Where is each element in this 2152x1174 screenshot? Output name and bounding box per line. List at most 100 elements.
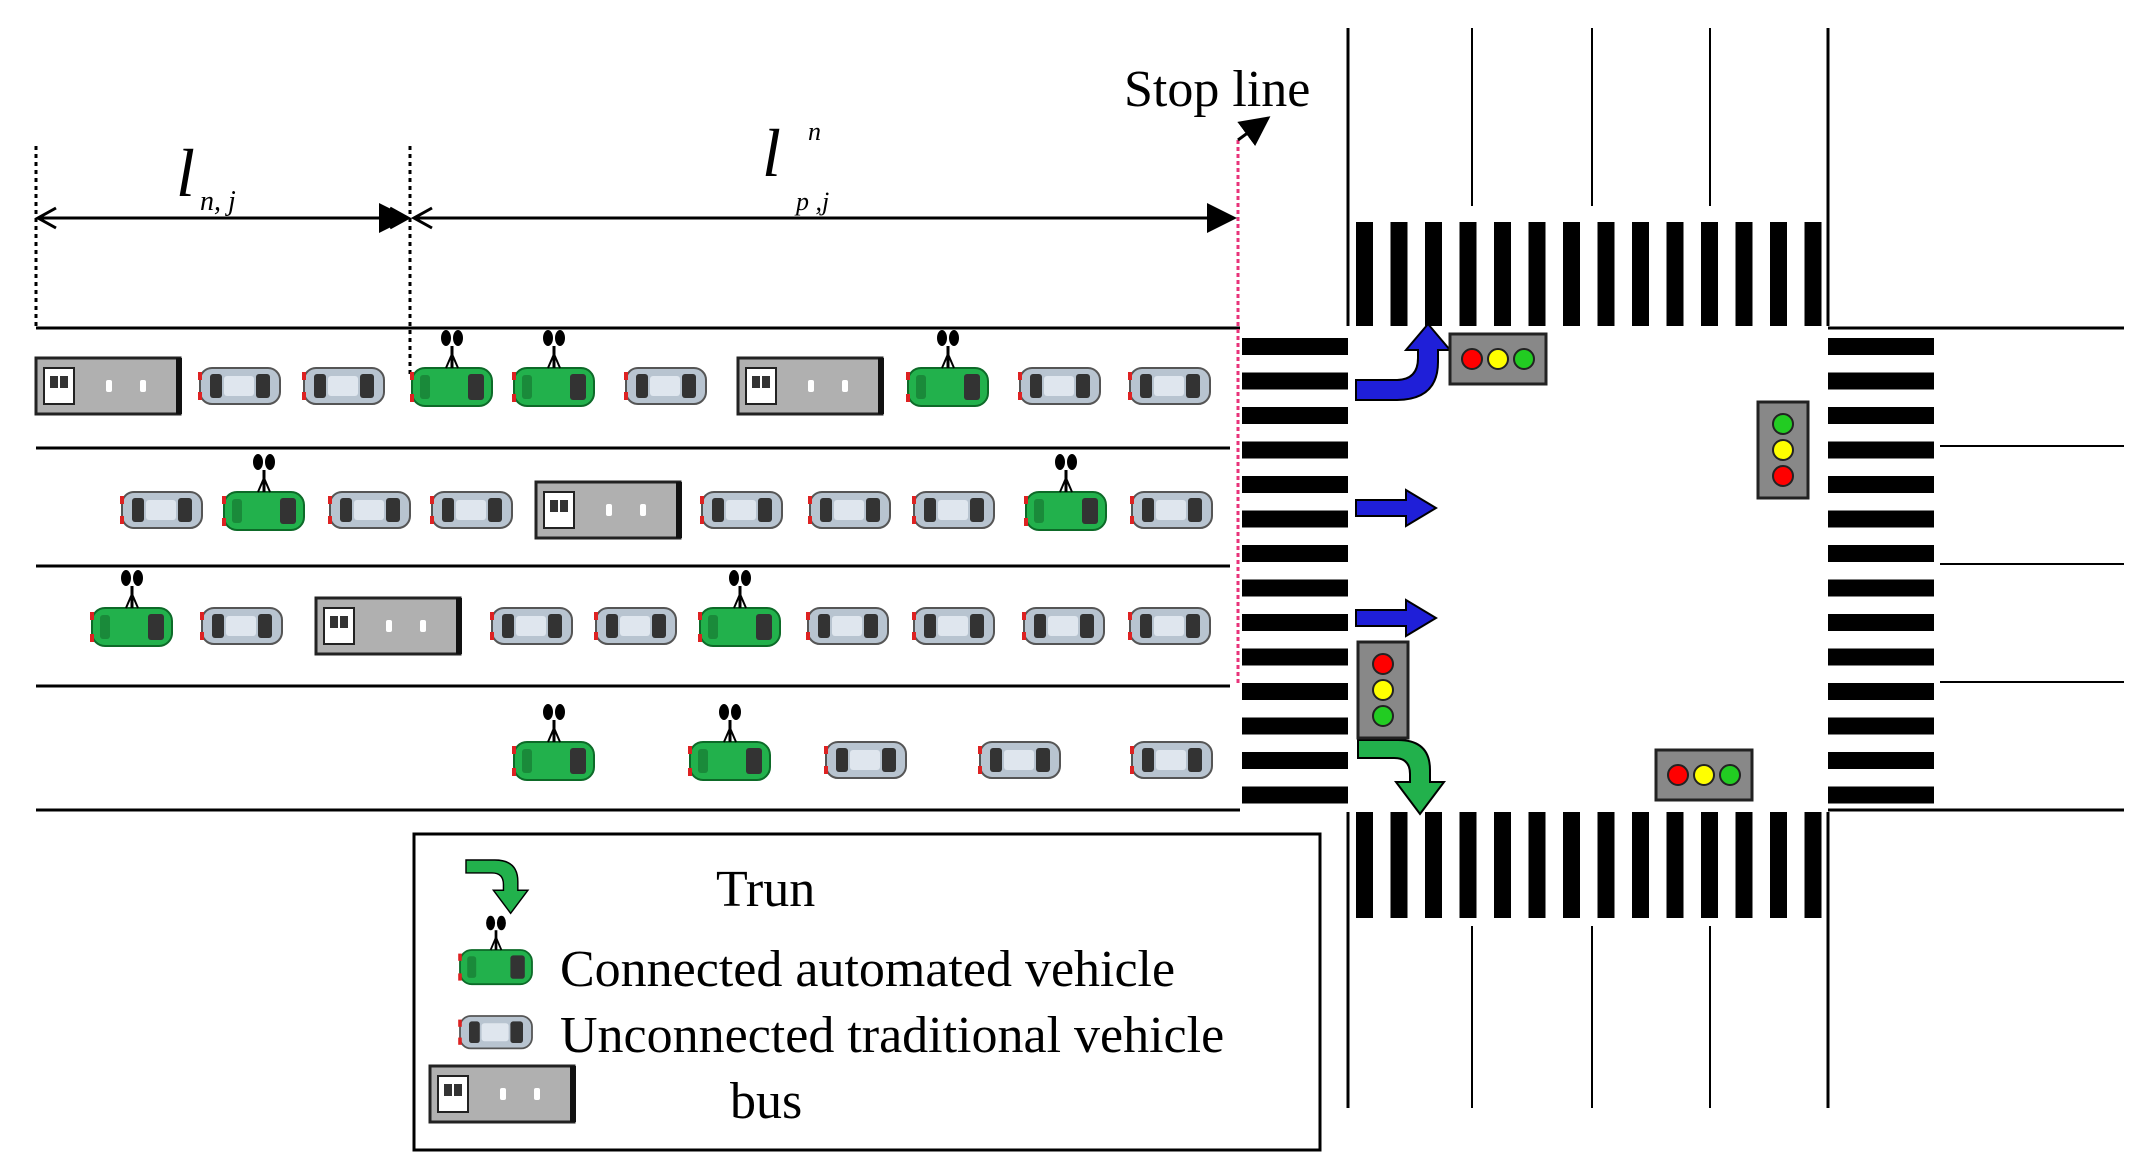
lane-arrows <box>1355 323 1451 815</box>
bus-icon <box>534 480 684 540</box>
dist-left-main: l <box>176 135 195 211</box>
legend-uv-label: Unconnected traditional vehicle <box>560 1007 1224 1064</box>
legend-turn-label: Trun <box>716 861 815 918</box>
dist-right-main: l <box>762 115 781 191</box>
uv-icon <box>911 607 995 645</box>
crosswalk-stripe <box>1563 812 1580 918</box>
uv-icon <box>327 491 411 529</box>
cav-icon <box>904 328 990 408</box>
legend-bus-label: bus <box>730 1073 802 1130</box>
crosswalk-stripe <box>1242 717 1348 735</box>
cav-icon <box>88 568 174 648</box>
straight-icon <box>1355 489 1437 527</box>
crosswalk-stripe <box>1494 222 1511 326</box>
crosswalk-stripe <box>1828 510 1934 528</box>
crosswalk-stripe <box>1701 222 1718 326</box>
queued-vehicles <box>34 328 1213 782</box>
crosswalk-stripe <box>1242 752 1348 769</box>
crosswalk-stripe <box>1632 222 1649 326</box>
crosswalk-stripe <box>1242 683 1348 700</box>
crosswalk-stripe <box>1828 717 1934 735</box>
crosswalk-stripe <box>1242 786 1348 804</box>
uv-icon <box>593 607 677 645</box>
approach-road <box>36 326 1240 812</box>
crosswalk-stripe <box>1390 222 1408 326</box>
uv-icon <box>197 367 281 405</box>
cav-icon <box>408 328 494 408</box>
dist-right-sub: p ,j <box>794 187 829 216</box>
crosswalk-stripe <box>1242 441 1348 459</box>
crosswalk-stripe <box>1828 579 1934 597</box>
crosswalk-stripe <box>1828 752 1934 769</box>
crosswalk-stripe <box>1242 510 1348 528</box>
crosswalk-stripe <box>1356 812 1373 918</box>
uv-icon <box>911 491 995 529</box>
crosswalk-stripe <box>1425 222 1442 326</box>
intersection-roads <box>1346 28 2124 1108</box>
uv-icon <box>807 491 891 529</box>
dist-right-sup: n <box>808 117 821 146</box>
cav-icon <box>510 702 596 782</box>
legend-cav-label: Connected automated vehicle <box>560 941 1175 998</box>
crosswalk-stripe <box>1666 812 1684 918</box>
crosswalk-stripe <box>1804 812 1822 918</box>
uv-icon <box>489 607 573 645</box>
uv-icon <box>1129 491 1213 529</box>
crosswalk-stripe <box>1242 372 1348 390</box>
uv-icon <box>1127 607 1211 645</box>
crosswalk-stripe <box>1242 476 1348 493</box>
uv-icon <box>119 491 203 529</box>
traffic-signal-icon <box>1448 332 1548 386</box>
uv-icon <box>1021 607 1105 645</box>
traffic-signal-icon <box>1756 400 1810 500</box>
crosswalk-stripe <box>1390 812 1408 918</box>
crosswalk-stripe <box>1828 441 1934 459</box>
cav-icon <box>696 568 782 648</box>
crosswalk-stripe <box>1242 648 1348 666</box>
turn-right-icon <box>1357 739 1445 815</box>
crosswalk-stripe <box>1597 222 1615 326</box>
uv-icon <box>1127 367 1211 405</box>
crosswalk-stripe <box>1701 812 1718 918</box>
stop-line-label: Stop line <box>1124 61 1310 118</box>
crosswalk-stripe <box>1666 222 1684 326</box>
crosswalk-stripe <box>1770 222 1787 326</box>
crosswalk-stripe <box>1828 338 1934 355</box>
uv-icon <box>623 367 707 405</box>
bus-icon <box>314 596 464 656</box>
crosswalk-stripe <box>1828 683 1934 700</box>
legend: Trun Connected automated vehicle Unconne… <box>412 832 1322 1152</box>
uv-icon <box>805 607 889 645</box>
stop-line-pointer <box>1237 116 1271 147</box>
crosswalk-stripe <box>1735 222 1753 326</box>
traffic-signals <box>1356 332 1810 802</box>
uv-icon <box>1017 367 1101 405</box>
uv-icon <box>301 367 385 405</box>
cav-icon <box>510 328 596 408</box>
crosswalk-stripe <box>1494 812 1511 918</box>
crosswalk-stripe <box>1356 222 1373 326</box>
crosswalk-stripe <box>1632 812 1649 918</box>
uv-icon <box>1129 741 1213 779</box>
uv-icon <box>199 607 283 645</box>
crosswalk-stripe <box>1828 786 1934 804</box>
crosswalk-stripe <box>1459 812 1477 918</box>
crosswalks <box>1242 222 1934 918</box>
crosswalk-stripe <box>1828 476 1934 493</box>
crosswalk-stripe <box>1735 812 1753 918</box>
crosswalk-stripe <box>1828 648 1934 666</box>
bus-icon <box>428 1064 578 1124</box>
distance-markers <box>34 146 1237 374</box>
crosswalk-stripe <box>1242 579 1348 597</box>
bus-icon <box>736 356 886 416</box>
uv-icon <box>977 741 1061 779</box>
crosswalk-stripe <box>1828 407 1934 424</box>
straight-icon <box>1355 599 1437 637</box>
crosswalk-stripe <box>1242 614 1348 631</box>
bus-icon <box>34 356 184 416</box>
crosswalk-stripe <box>1770 812 1787 918</box>
crosswalk-stripe <box>1459 222 1477 326</box>
cav-icon <box>220 452 306 532</box>
crosswalk-stripe <box>1828 372 1934 390</box>
